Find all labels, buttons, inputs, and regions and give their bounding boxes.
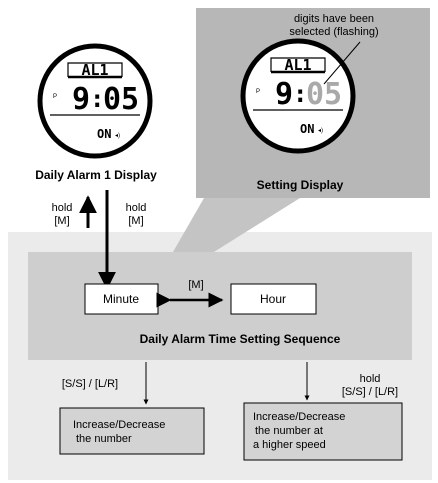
callout-line-2: selected (flashing): [289, 26, 378, 38]
watch-setting-caption: Setting Display: [257, 178, 344, 192]
hour-digit: 9: [275, 77, 293, 112]
left-result-line-1: Increase/Decrease: [73, 419, 165, 431]
toggle-key-label: [M]: [188, 279, 203, 291]
callout-line-1: digits have been: [294, 13, 374, 25]
speaker-mark: ◂): [115, 133, 120, 139]
minute-box: [84, 283, 159, 315]
alarm-label: AL1: [81, 61, 108, 79]
minute-box-label: Minute: [103, 292, 139, 306]
right-result-line-1: Increase/Decrease: [253, 411, 345, 423]
left-result-line-2: the number: [76, 433, 132, 445]
hold-left-1: hold: [52, 202, 73, 214]
alarm-label: AL1: [284, 56, 311, 74]
hour-box-label: Hour: [260, 292, 286, 306]
right-trigger-line-2: [S/S] / [L/R]: [342, 386, 398, 398]
right-result-box: [243, 402, 403, 461]
minute-digits-flashing: 05: [306, 77, 342, 112]
pm-indicator: P: [53, 94, 57, 100]
right-result-line-3: a higher speed: [253, 439, 326, 451]
hold-right-1: hold: [126, 202, 147, 214]
hour-box: [230, 283, 317, 315]
minute-digits: 05: [103, 82, 139, 117]
hold-left-2: [M]: [54, 215, 69, 227]
callout-pointer: [323, 41, 361, 85]
pm-indicator: P: [256, 89, 260, 95]
right-trigger-line-1: hold: [360, 373, 381, 385]
sequence-title: Daily Alarm Time Setting Sequence: [140, 332, 341, 346]
right-result-line-2: the number at: [255, 425, 323, 437]
time-colon: :: [90, 85, 104, 113]
watch-face-icon: AL1 P 9 : 05 ON ◂): [240, 38, 356, 154]
time-colon: :: [293, 80, 307, 108]
alarm-status: ON: [300, 122, 314, 136]
hour-digit: 9: [72, 82, 90, 117]
left-result-box: [59, 407, 205, 455]
hold-right-2: [M]: [128, 215, 143, 227]
left-trigger-label: [S/S] / [L/R]: [62, 378, 118, 390]
watch-face-icon: AL1 P 9 : 05 ON ◂): [37, 43, 153, 159]
watch-normal-caption: Daily Alarm 1 Display: [35, 168, 157, 182]
speaker-mark: ◂): [318, 128, 323, 134]
alarm-status: ON: [97, 127, 111, 141]
